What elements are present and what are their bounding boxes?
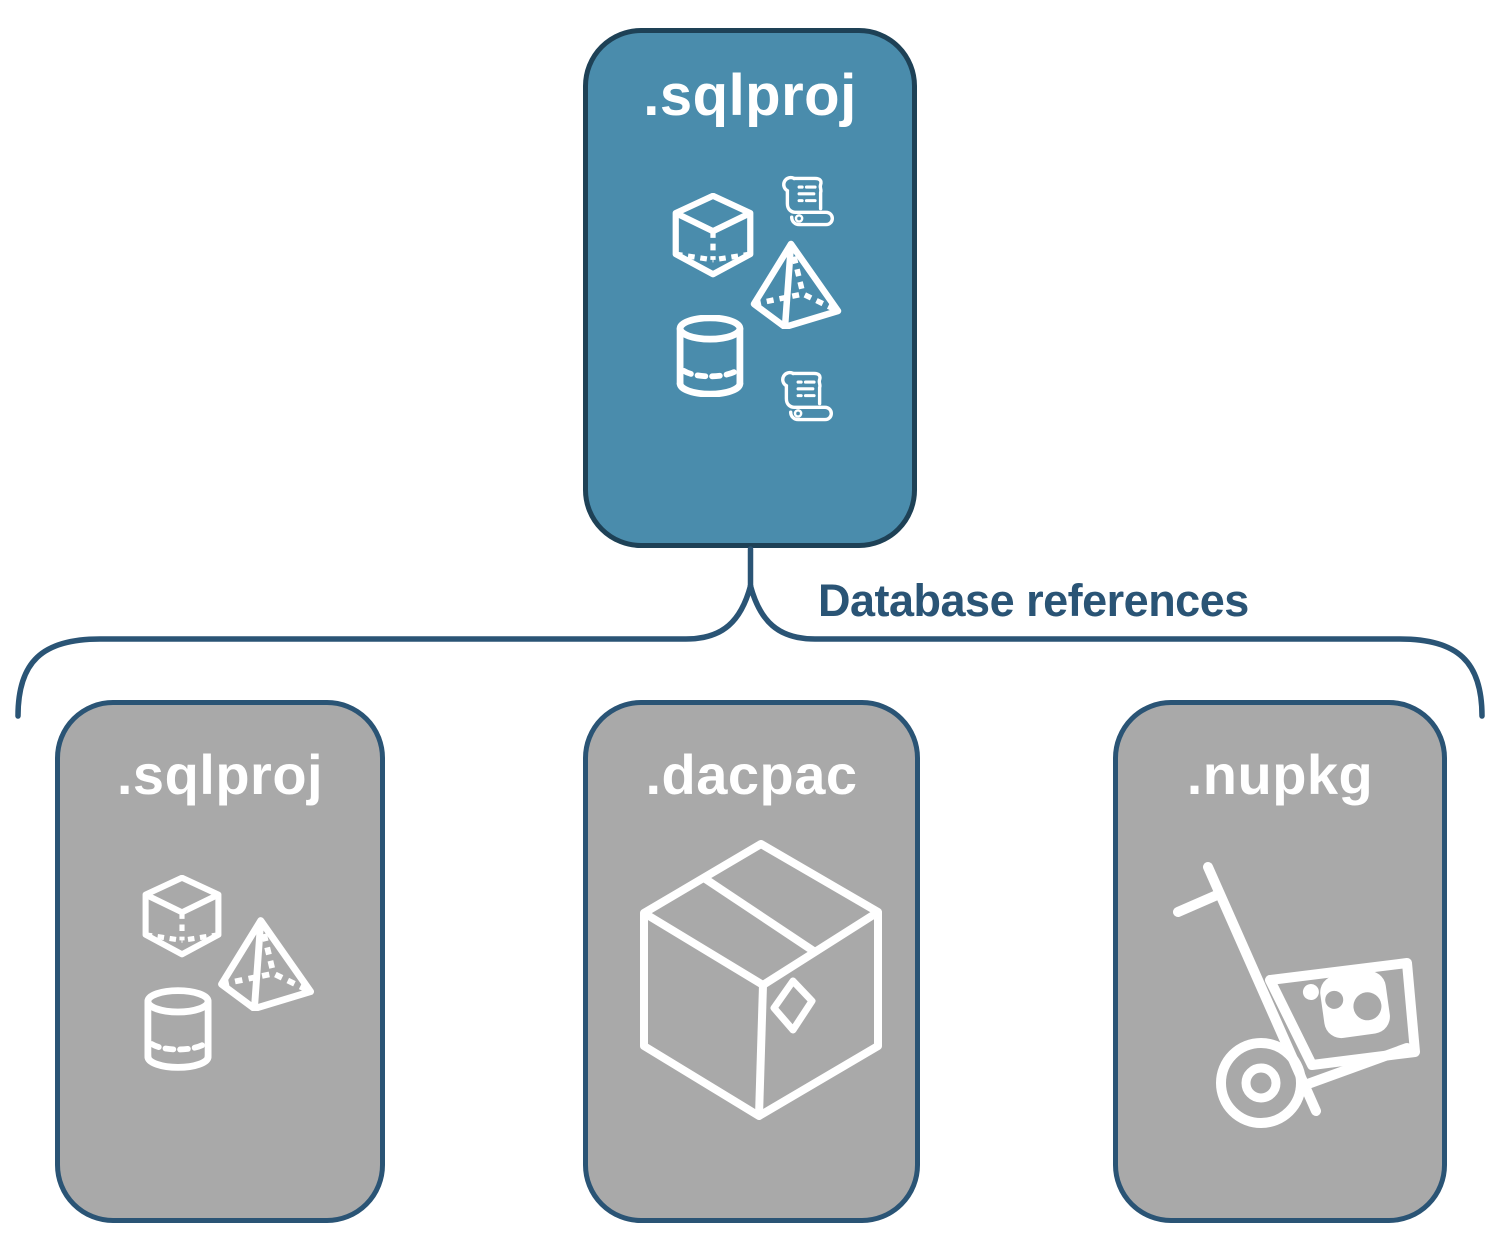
cube-icon (138, 875, 226, 959)
sqlproj-reference-label: .sqlproj (116, 743, 324, 806)
sqlproj-root-label: .sqlproj (643, 63, 857, 128)
dacpac-reference-box: .dacpac (583, 700, 920, 1223)
pyramid-icon (212, 915, 318, 1011)
sqlproj-root-box: .sqlproj (583, 28, 917, 548)
nupkg-reference-box: .nupkg (1113, 700, 1447, 1223)
nupkg-reference-label: .nupkg (1186, 743, 1374, 806)
dacpac-reference-label: .dacpac (645, 743, 858, 806)
brace-connector (15, 546, 1485, 719)
pyramid-icon (740, 239, 850, 329)
cube-icon (668, 193, 758, 279)
sqlproj-reference-box: .sqlproj (55, 700, 385, 1223)
package-box-icon (638, 840, 884, 1122)
nuget-handtruck-icon (1168, 853, 1430, 1135)
cylinder-icon (144, 987, 212, 1071)
sql-script-scroll-icon (772, 171, 836, 229)
sql-script-scroll-icon (771, 366, 835, 424)
cylinder-icon (676, 315, 744, 397)
connector-label: Database references (818, 575, 1249, 626)
